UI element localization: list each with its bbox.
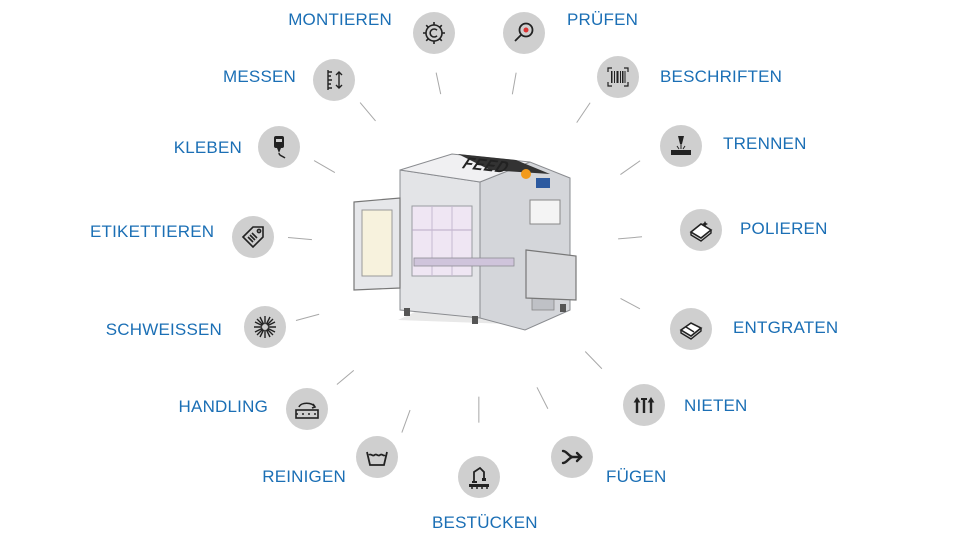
label-pruefen: PRÜFEN (567, 10, 639, 29)
connector-etikettieren (287, 237, 312, 241)
label-bestuecken: BESTÜCKEN (432, 513, 538, 532)
label-polieren: POLIEREN (740, 219, 828, 238)
connector-montieren (435, 72, 442, 95)
connector-bestuecken (478, 396, 480, 423)
pick-place-icon[interactable] (458, 456, 500, 498)
cutting-icon[interactable] (660, 125, 702, 167)
connector-handling (336, 370, 355, 386)
spark-icon[interactable] (244, 306, 286, 348)
label-trennen: TRENNEN (723, 134, 807, 153)
wash-basin-icon[interactable] (356, 436, 398, 478)
label-kleben: KLEBEN (173, 138, 242, 157)
label-fuegen: FÜGEN (606, 467, 667, 486)
label-beschriften: BESCHRIFTEN (660, 67, 783, 86)
join-arrows-icon[interactable] (551, 436, 593, 478)
connector-schweissen (295, 313, 320, 322)
connector-fuegen (536, 386, 549, 409)
connector-reinigen (401, 409, 411, 433)
connector-messen (359, 102, 376, 122)
connector-entgraten (620, 297, 641, 310)
label-reinigen: REINIGEN (262, 467, 346, 486)
label-messen: MESSEN (223, 67, 296, 86)
assembly-cell-machine: FEED (340, 140, 600, 340)
connector-nieten (584, 350, 603, 370)
connector-pruefen (511, 72, 517, 95)
label-entgraten: ENTGRATEN (733, 318, 839, 337)
glue-dispenser-icon[interactable] (258, 126, 300, 168)
magnifier-icon[interactable] (503, 12, 545, 54)
label-montieren: MONTIEREN (288, 10, 392, 29)
connector-trennen (619, 160, 641, 175)
ruler-icon[interactable] (313, 59, 355, 101)
machine-brand-label: FEED (460, 154, 513, 177)
rivet-icon[interactable] (623, 384, 665, 426)
connector-kleben (313, 160, 336, 174)
label-nieten: NIETEN (684, 396, 748, 415)
deburr-icon[interactable] (670, 308, 712, 350)
connector-beschriften (576, 102, 591, 123)
transfer-icon[interactable] (286, 388, 328, 430)
label-handling: HANDLING (178, 397, 268, 416)
label-etikettieren: ETIKETTIEREN (90, 222, 215, 241)
tag-icon[interactable] (232, 216, 274, 258)
connector-polieren (618, 236, 643, 240)
gear-c-icon[interactable] (413, 12, 455, 54)
label-schweissen: SCHWEISSEN (105, 320, 222, 339)
barcode-icon[interactable] (597, 56, 639, 98)
polish-icon[interactable] (680, 209, 722, 251)
